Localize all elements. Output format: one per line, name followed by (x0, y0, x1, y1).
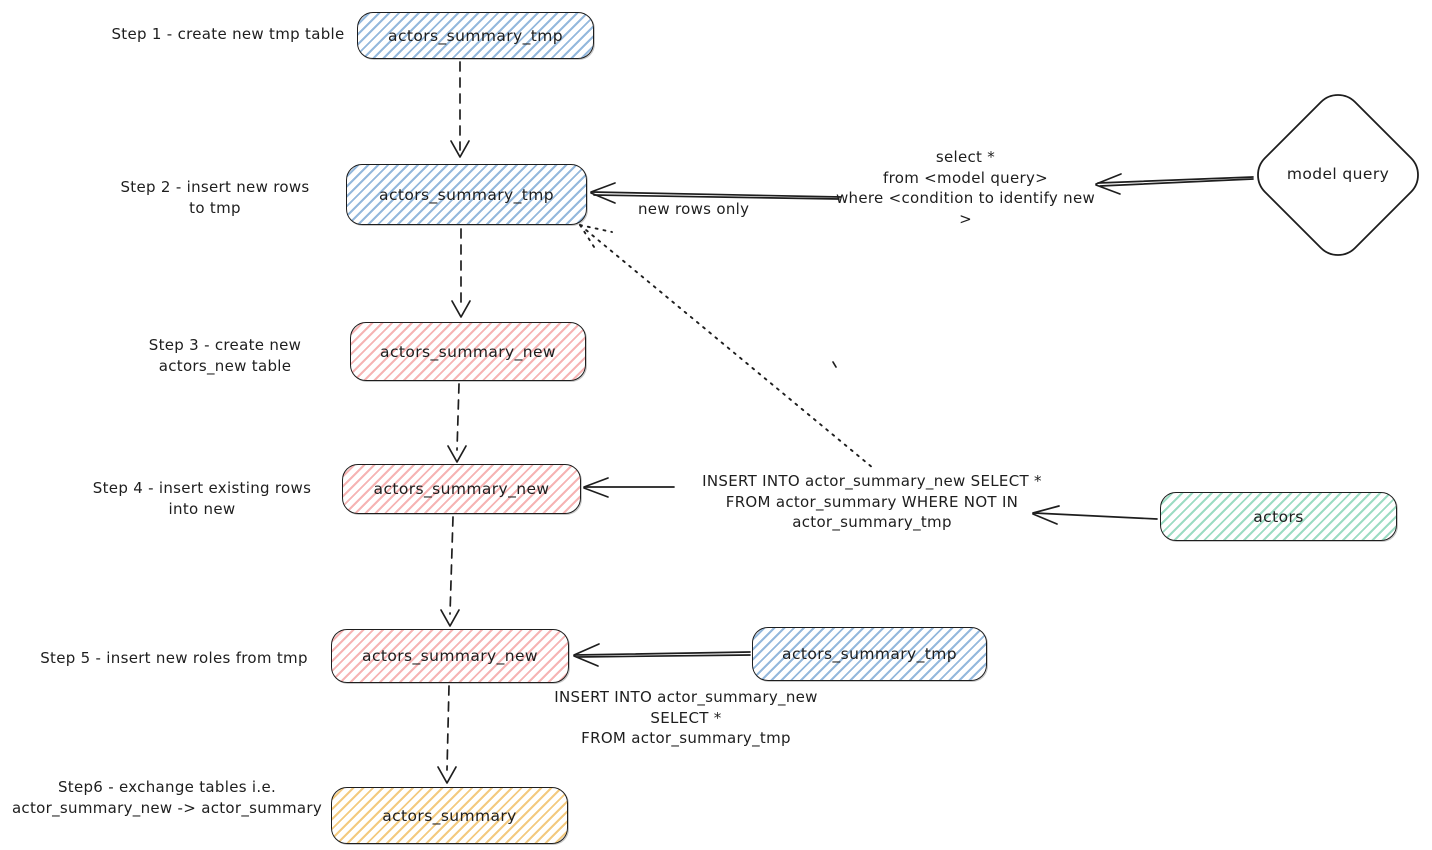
node-actors-summary-new-step4: actors_summary_new (342, 464, 581, 514)
arrowhead-step1-step2 (450, 140, 470, 158)
node-actors-summary-new-step3: actors_summary_new (350, 322, 586, 381)
node-actors-summary-tmp-source: actors_summary_tmp (752, 627, 987, 681)
step1-label: Step 1 - create new tmp table (98, 24, 358, 45)
step6-label-line1: Step6 - exchange tables i.e. (57, 778, 277, 796)
insert-step4-text: INSERT INTO actor_summary_new SELECT * F… (677, 471, 1067, 533)
insert-step5-line2: SELECT * (650, 708, 722, 727)
model-query-label: model query (1286, 165, 1390, 183)
node-actors-summary-new-step5: actors_summary_new (331, 629, 569, 683)
step3-label-line1: Step 3 - create new (148, 336, 302, 354)
arrowhead-tmpsource-step5 (573, 643, 600, 667)
node-label: actors_summary_tmp (388, 26, 563, 45)
step3-label: Step 3 - create new actors_new table (125, 335, 325, 376)
node-actors-summary-tmp-step2: actors_summary_tmp (346, 164, 587, 225)
step6-label: Step6 - exchange tables i.e. actor_summa… (8, 777, 326, 818)
node-label: actors_summary_new (380, 342, 556, 361)
insert-step5-line1: INSERT INTO actor_summary_new (554, 688, 818, 706)
stray-mark (832, 361, 837, 368)
arrow-step3-step4 (456, 383, 460, 451)
select-query-line3: where <condition to identify new > (835, 189, 1096, 229)
arrow-tmpsource-step5 (574, 651, 751, 658)
node-label: actors_summary (382, 806, 517, 825)
step2-label: Step 2 - insert new rows to tmp (110, 177, 320, 218)
step4-label-line1: Step 4 - insert existing rows (92, 479, 312, 497)
step5-label: Step 5 - insert new roles from tmp (28, 648, 320, 669)
arrowhead-step4-step5 (440, 609, 460, 627)
node-label: actors_summary_tmp (782, 645, 957, 663)
node-actors-summary-tmp-step1: actors_summary_tmp (357, 12, 594, 59)
select-query-line2: from <model query> (883, 168, 1048, 187)
arrow-query-step2 (591, 191, 842, 200)
insert-step4-line1: INSERT INTO actor_summary_new SELECT * (702, 472, 1042, 490)
dotted-link-step2-insert4 (579, 224, 874, 469)
arrow-modelquery-query (1097, 176, 1254, 187)
node-label: actors_summary_tmp (379, 185, 554, 204)
step2-label-line1: Step 2 - insert new rows (120, 178, 310, 196)
step1-label-line1: Step 1 - create new tmp table (111, 25, 345, 43)
select-query-text: select * from <model query> where <condi… (833, 147, 1098, 230)
step2-label-line2: to tmp (189, 198, 241, 217)
insert-step5-line3: FROM actor_summary_tmp (581, 729, 791, 748)
insert-step4-line2: FROM actor_summary WHERE NOT IN (725, 492, 1019, 511)
node-label: actors_summary_new (373, 480, 550, 498)
node-actors: actors (1160, 492, 1397, 541)
step6-label-line2: actor_summary_new -> actor_summary (11, 798, 323, 817)
step4-label: Step 4 - insert existing rows into new (82, 478, 322, 519)
arrowhead-step2-step3 (451, 300, 471, 318)
arrow-step5-step6 (446, 685, 450, 771)
arrowhead-insert4-step4 (583, 477, 609, 498)
insert-step5-text: INSERT INTO actor_summary_new SELECT * F… (540, 687, 832, 749)
node-label: actors (1253, 507, 1304, 526)
arrow-step4-step5 (449, 516, 454, 615)
step4-label-line2: into new (168, 499, 236, 518)
step3-label-line2: actors_new table (158, 356, 292, 375)
dotted-arrowhead-step2 (579, 224, 613, 251)
new-rows-only-label: new rows only (638, 200, 750, 218)
arrowhead-step3-step4 (447, 445, 467, 463)
arrowhead-modelquery-query (1095, 173, 1122, 195)
select-query-line1: select * (935, 148, 996, 166)
arrowhead-query-step2 (590, 182, 616, 204)
node-label: actors_summary_new (362, 647, 538, 665)
arrowhead-step5-step6 (437, 766, 457, 784)
step5-label-line1: Step 5 - insert new roles from tmp (40, 649, 308, 667)
insert-step4-line3: actor_summary_tmp (792, 513, 952, 532)
node-actors-summary-step6: actors_summary (331, 787, 568, 844)
